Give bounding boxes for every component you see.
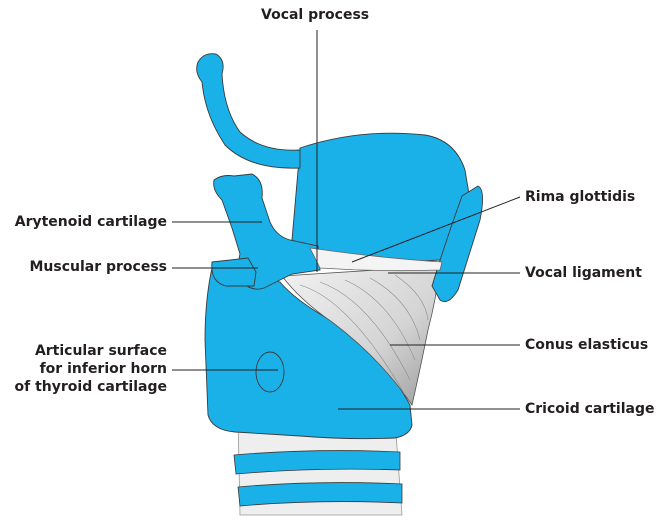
- label-vocal-ligament: Vocal ligament: [525, 265, 642, 282]
- label-conus-elasticus: Conus elasticus: [525, 337, 648, 354]
- articular-facet-shape: [256, 352, 284, 392]
- label-rima-glottidis: Rima glottidis: [525, 189, 635, 206]
- label-cricoid-cartilage: Cricoid cartilage: [525, 401, 655, 418]
- label-articular-surface-1: Articular surface: [35, 343, 167, 360]
- cricoid-lamina-shape: [292, 133, 470, 268]
- label-articular-surface-2: for inferior horn: [40, 361, 167, 378]
- label-muscular-process: Muscular process: [29, 259, 167, 276]
- thyroid-superior-horn: [197, 54, 300, 168]
- muscular-process-shape: [212, 258, 256, 286]
- label-articular-surface-3: of thyroid cartilage: [15, 379, 168, 396]
- label-arytenoid-cartilage: Arytenoid cartilage: [15, 214, 167, 231]
- label-vocal-process: Vocal process: [261, 7, 369, 24]
